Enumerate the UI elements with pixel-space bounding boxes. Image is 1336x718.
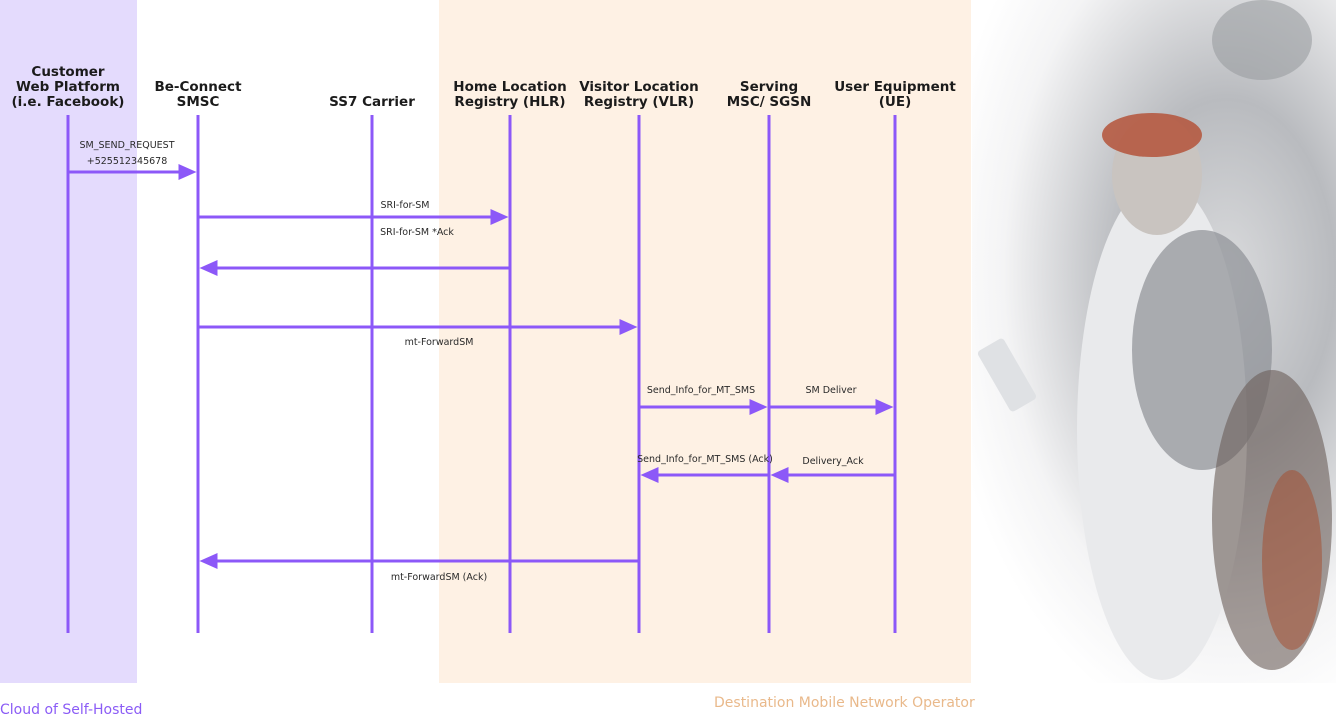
actor-label: Visitor Location Registry (VLR) (579, 79, 699, 110)
woman-with-phone-photo (972, 0, 1336, 683)
arrowhead-icon (640, 467, 659, 483)
actor-label: User Equipment (UE) (834, 79, 956, 110)
actor-label: Customer Web Platform (i.e. Facebook) (11, 64, 125, 110)
actor-label: Be-Connect SMSC (154, 79, 242, 110)
arrowhead-icon (490, 209, 509, 225)
message-label: SRI-for-SM *Ack (380, 227, 454, 238)
cloud-zone-label: Cloud of Self-Hosted (0, 702, 143, 718)
arrowhead-icon (199, 553, 218, 569)
destination-operator-zone-label: Destination Mobile Network Operator (714, 695, 975, 711)
message-label: mt-ForwardSM (Ack) (391, 572, 487, 583)
actor-label: Home Location Registry (HLR) (453, 79, 567, 110)
message-label: Delivery_Ack (802, 456, 864, 467)
arrowhead-icon (770, 467, 789, 483)
arrowhead-icon (199, 260, 218, 276)
actor-label: Serving MSC/ SGSN (726, 79, 812, 110)
message-label: +525512345678 (87, 156, 168, 167)
arrowhead-icon (749, 399, 768, 415)
destination-operator-zone-band (439, 0, 971, 683)
message-label: SRI-for-SM (381, 200, 430, 211)
arrowhead-icon (178, 164, 197, 180)
actor-label: SS7 Carrier (329, 94, 415, 110)
arrowhead-icon (875, 399, 894, 415)
message-label: SM_SEND_REQUEST (79, 140, 174, 151)
arrowhead-icon (619, 319, 638, 335)
message-label: Send_Info_for_MT_SMS (Ack) (637, 454, 773, 465)
message-label: mt-ForwardSM (405, 337, 474, 348)
message-label: Send_Info_for_MT_SMS (647, 385, 755, 396)
message-label: SM Deliver (805, 385, 856, 396)
